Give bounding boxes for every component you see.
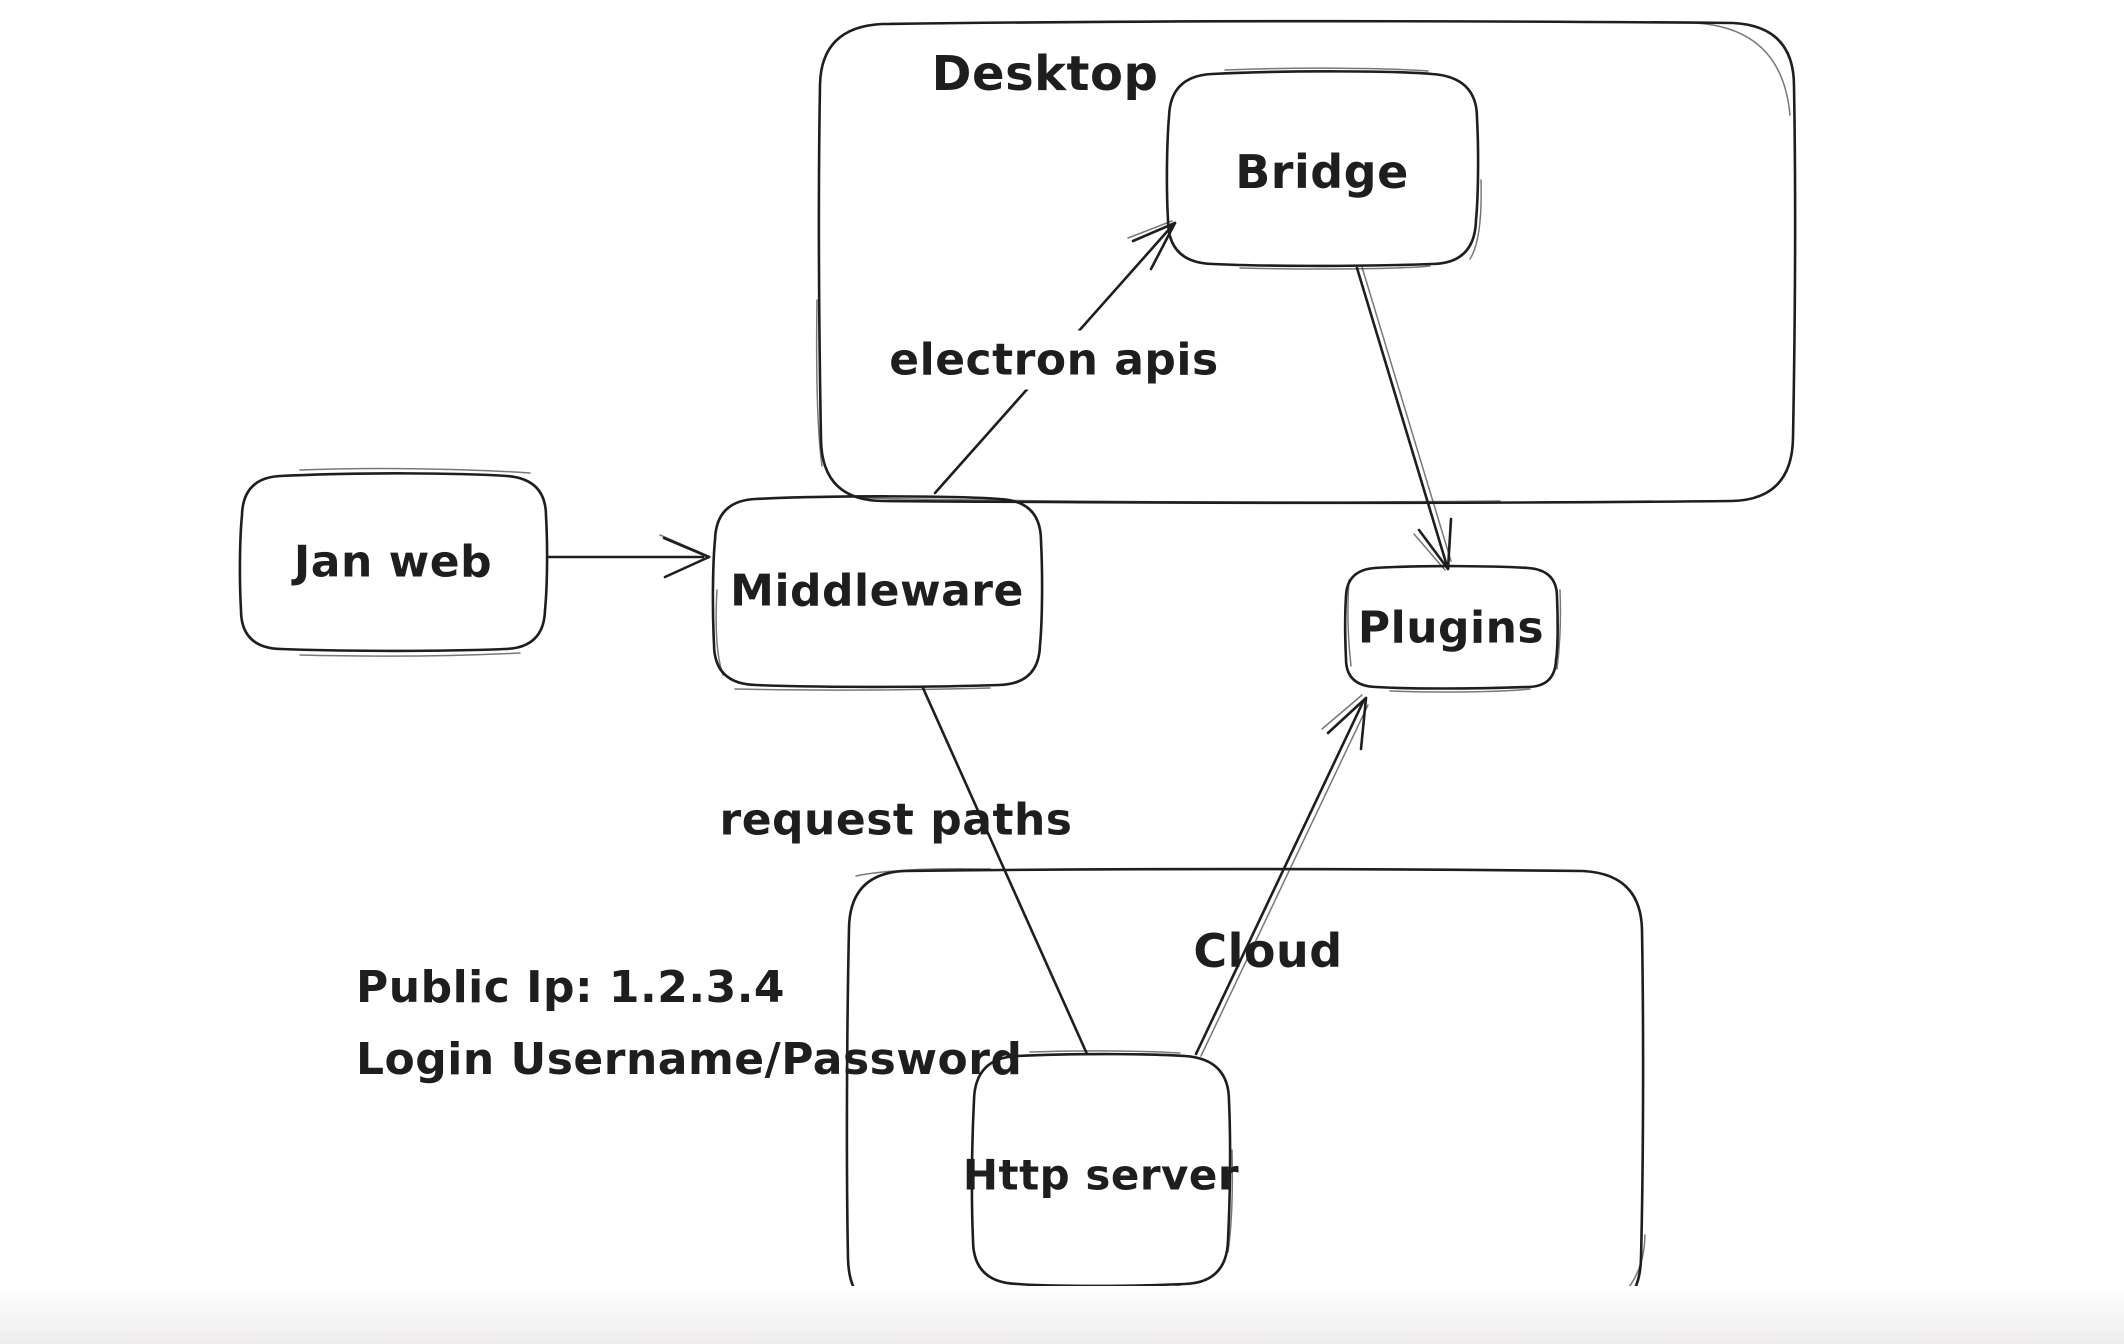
plugins-node-shape[interactable] xyxy=(1343,564,1562,693)
credentials-note-line1: Public Ip: 1.2.3.4 xyxy=(356,962,786,1013)
bridge-node-label[interactable]: Bridge xyxy=(1235,145,1409,199)
desktop-container-label[interactable]: Desktop xyxy=(931,46,1159,102)
electron-apis-edge-label[interactable]: electron apis xyxy=(875,330,1233,390)
request-paths-edge-label[interactable]: request paths xyxy=(719,794,1073,846)
canvas-bottom-edge-shadow xyxy=(0,1286,2124,1344)
bridge-node-shape[interactable] xyxy=(1165,67,1482,270)
middleware-node-label[interactable]: Middleware xyxy=(730,565,1024,617)
plugins-node-label[interactable]: Plugins xyxy=(1357,602,1545,654)
cloud-container-label[interactable]: Cloud xyxy=(1193,924,1343,978)
credentials-note[interactable]: Public Ip: 1.2.3.4 Login Username/Passwo… xyxy=(356,952,1022,1096)
middleware-node-shape[interactable] xyxy=(711,495,1044,691)
jan-web-node-shape[interactable] xyxy=(238,467,549,657)
line-middleware-to-httpserver[interactable] xyxy=(921,686,1089,1056)
jan-web-node-label[interactable]: Jan web xyxy=(293,536,493,588)
http-server-node-label[interactable]: Http server xyxy=(962,1150,1240,1200)
arrow-httpserver-to-plugins[interactable] xyxy=(1194,694,1369,1057)
credentials-note-line2: Login Username/Password xyxy=(356,1034,1023,1085)
arrow-janweb-to-middleware[interactable] xyxy=(547,534,711,579)
desktop-container-shape[interactable] xyxy=(815,19,1797,505)
arrow-bridge-to-plugins[interactable] xyxy=(1355,266,1453,571)
